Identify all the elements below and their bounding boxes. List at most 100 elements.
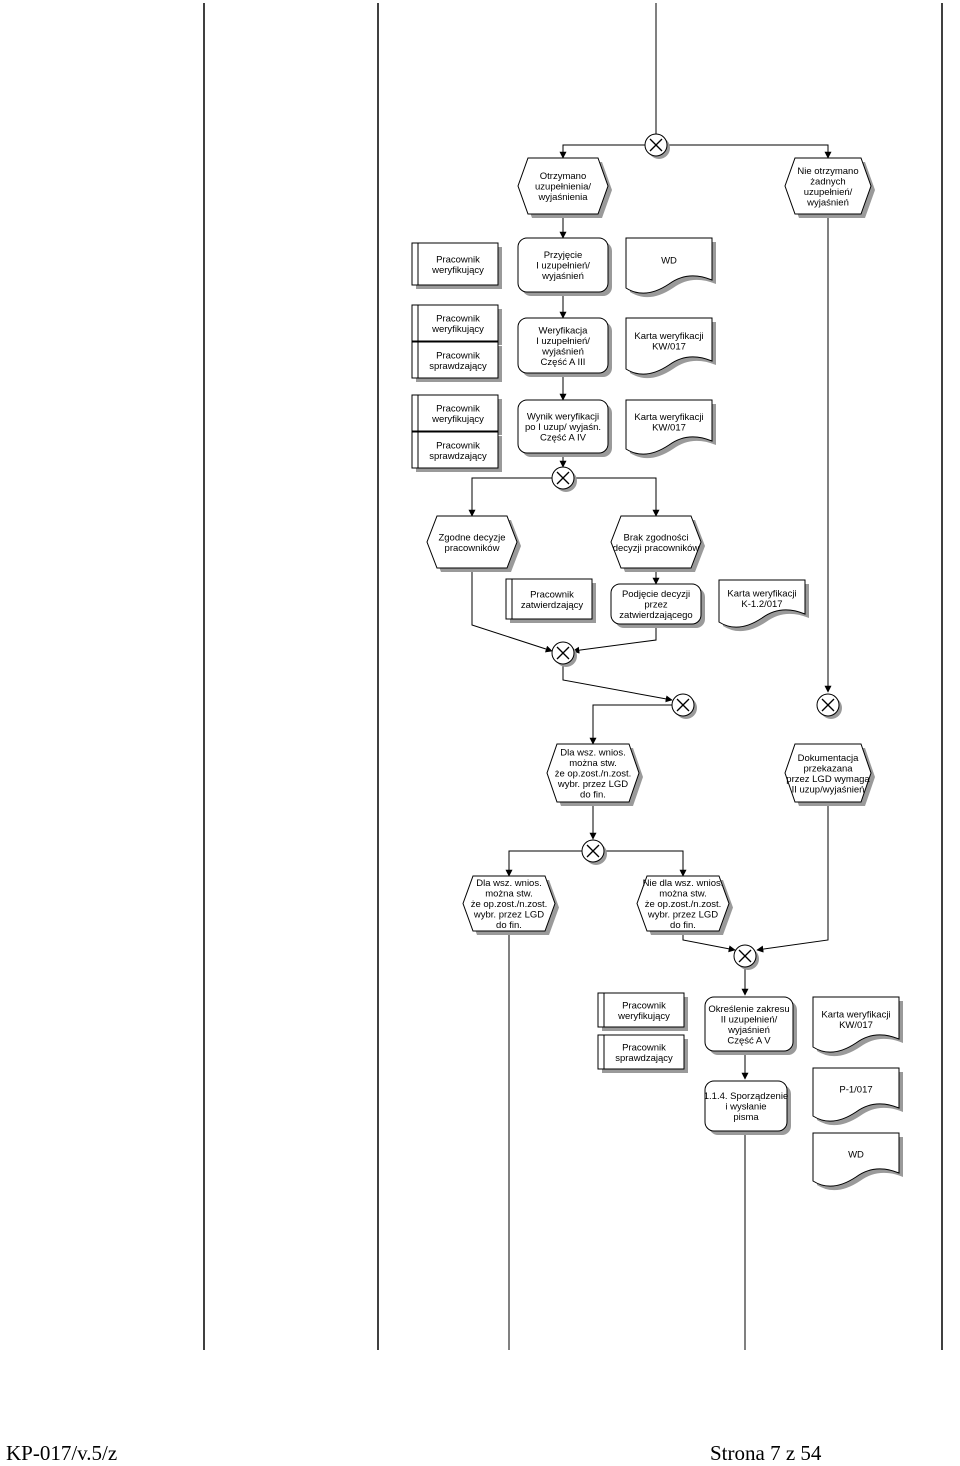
xor-gateway-join-3 — [816, 693, 842, 719]
event-no-clarifications-line-4: wyjaśnień — [806, 197, 849, 208]
role-approver-line-2: zatwierdzający — [521, 600, 584, 611]
document-wd-1 — [625, 237, 716, 298]
document-wd-1-line-1: WD — [661, 256, 677, 267]
xor-gateway-split-3 — [581, 839, 607, 865]
function-verify-clarifications-line-3: wyjaśnień — [541, 346, 584, 357]
function-verification-result-line-1: Wynik weryfikacji — [527, 412, 599, 423]
xor-gateway-join-1 — [551, 641, 577, 667]
xor-gateway-split-1 — [644, 133, 670, 159]
role-checker-3-line-2: sprawdzający — [615, 1053, 673, 1064]
event-documentation-requires-line-3: przez LGD wymaga — [786, 774, 870, 785]
footer-page-number: Strona 7 z 54 — [710, 1441, 822, 1465]
document-verification-card-k12-line-2: K-1.2/017 — [741, 599, 782, 610]
document-p1 — [812, 1067, 903, 1126]
document-wd-2-line-1: WD — [848, 1150, 864, 1161]
role-verifier-4-line-1: Pracownik — [622, 1000, 666, 1011]
function-prepare-letter-line-1: 1.1.4. Sporządzenie — [704, 1091, 789, 1102]
role-verifier-3-line-1: Pracownik — [436, 403, 480, 414]
function-verification-result — [517, 399, 612, 457]
document-verification-card-k12-line-1: Karta weryfikacji — [727, 588, 796, 599]
role-verifier-1-line-1: Pracownik — [436, 254, 480, 265]
function-prepare-letter-line-3: pisma — [733, 1112, 759, 1123]
event-received-clarifications — [517, 157, 612, 218]
document-verification-card-1-line-2: KW/017 — [652, 341, 686, 352]
event-not-all-applications-line-1: Nie dla wsz. wnios. — [643, 878, 724, 889]
event-documentation-requires-line-2: przekazana — [803, 763, 853, 774]
function-define-scope — [704, 996, 797, 1055]
document-verification-card-k12 — [718, 579, 809, 632]
event-not-all-applications-line-3: że op.zost./n.zost. — [645, 899, 722, 910]
function-define-scope-line-3: wyjaśnień — [727, 1025, 770, 1036]
document-verification-card-2-line-2: KW/017 — [652, 422, 686, 433]
function-define-scope-line-1: Określenie zakresu — [708, 1004, 789, 1015]
document-verification-card-2-line-1: Karta weryfikacji — [634, 412, 703, 423]
function-receive-clarifications-line-2: I uzupełnień/ — [536, 261, 590, 272]
event-consistent-decisions-line-1: Zgodne decyzje — [438, 532, 505, 543]
event-documentation-requires — [784, 743, 875, 806]
function-receive-clarifications-line-3: wyjaśnień — [541, 271, 584, 282]
role-checker-1 — [411, 341, 502, 382]
function-verify-clarifications — [517, 317, 612, 377]
role-checker-2-line-1: Pracownik — [436, 440, 480, 451]
role-verifier-4-line-2: weryfikujący — [617, 1011, 670, 1022]
role-checker-3-line-1: Pracownik — [622, 1042, 666, 1053]
role-verifier-2-line-2: weryfikujący — [431, 324, 484, 335]
event-all-applications-2-line-4: wybr. przez LGD — [473, 910, 544, 921]
function-prepare-letter — [704, 1080, 791, 1135]
event-no-clarifications-line-1: Nie otrzymano — [797, 166, 858, 177]
xor-gateway-join-4 — [733, 944, 759, 970]
event-all-applications-1-line-3: że op.zost./n.zost. — [555, 769, 632, 780]
event-all-applications-1 — [546, 743, 643, 806]
document-verification-card-3 — [812, 996, 903, 1057]
event-inconsistent-decisions-line-1: Brak zgodności — [624, 532, 689, 543]
event-consistent-decisions-line-2: pracowników — [445, 543, 500, 554]
function-verify-clarifications-line-1: Weryfikacja — [539, 325, 589, 336]
event-inconsistent-decisions-line-2: decyzji pracowników — [613, 543, 700, 554]
footer-doc-code: KP-017/v.5/z — [6, 1441, 118, 1465]
document-verification-card-3-line-2: KW/017 — [839, 1020, 873, 1031]
role-checker-1-line-2: sprawdzający — [429, 361, 487, 372]
function-verify-clarifications-line-4: Część A III — [541, 357, 586, 368]
event-no-clarifications — [784, 157, 875, 218]
role-checker-2-line-2: sprawdzający — [429, 451, 487, 462]
role-verifier-3-line-2: weryfikujący — [431, 414, 484, 425]
event-no-clarifications-line-2: żadnych — [810, 176, 845, 187]
event-no-clarifications-line-3: uzupełnień/ — [804, 187, 853, 198]
event-not-all-applications-line-5: do fin. — [670, 920, 696, 931]
event-all-applications-2-line-2: można stw. — [485, 889, 533, 900]
role-verifier-4 — [597, 992, 688, 1031]
function-decision-by-approver — [610, 583, 705, 628]
event-documentation-requires-line-1: Dokumentacja — [798, 753, 859, 764]
function-decision-by-approver-line-3: zatwierdzającego — [619, 610, 692, 621]
document-verification-card-1 — [625, 317, 716, 379]
function-verification-result-line-2: po I uzup/ wyjaśn. — [525, 422, 601, 433]
event-received-clarifications-line-1: Otrzymano — [540, 171, 586, 182]
event-not-all-applications — [636, 875, 733, 935]
role-checker-1-line-1: Pracownik — [436, 350, 480, 361]
event-all-applications-1-line-1: Dla wsz. wnios. — [560, 748, 625, 759]
function-decision-by-approver-line-2: przez — [644, 600, 667, 611]
swimlane-lines — [203, 3, 943, 1350]
event-received-clarifications-line-3: wyjaśnienia — [537, 192, 588, 203]
xor-gateway-join-2 — [671, 693, 697, 719]
event-consistent-decisions — [426, 515, 521, 572]
connectors — [468, 3, 832, 1350]
xor-gateway-split-2 — [551, 466, 577, 492]
function-define-scope-line-4: Część A V — [727, 1035, 771, 1046]
role-verifier-1 — [411, 242, 502, 289]
event-all-applications-2-line-3: że op.zost./n.zost. — [471, 899, 548, 910]
event-all-applications-2-line-1: Dla wsz. wnios. — [476, 878, 541, 889]
role-checker-2 — [411, 431, 502, 472]
role-verifier-2-line-1: Pracownik — [436, 313, 480, 324]
document-wd-2 — [812, 1132, 903, 1191]
event-not-all-applications-line-4: wybr. przez LGD — [647, 910, 718, 921]
event-all-applications-1-line-2: można stw. — [569, 758, 617, 769]
function-decision-by-approver-line-1: Podjęcie decyzji — [622, 589, 690, 600]
event-inconsistent-decisions — [610, 515, 705, 572]
role-approver-line-1: Pracownik — [530, 589, 574, 600]
role-approver — [505, 578, 596, 623]
document-p1-line-1: P-1/017 — [839, 1085, 872, 1096]
function-receive-clarifications-line-1: Przyjęcie — [544, 250, 583, 261]
function-verification-result-line-3: Część A IV — [540, 433, 587, 444]
event-not-all-applications-line-2: można stw. — [659, 889, 707, 900]
